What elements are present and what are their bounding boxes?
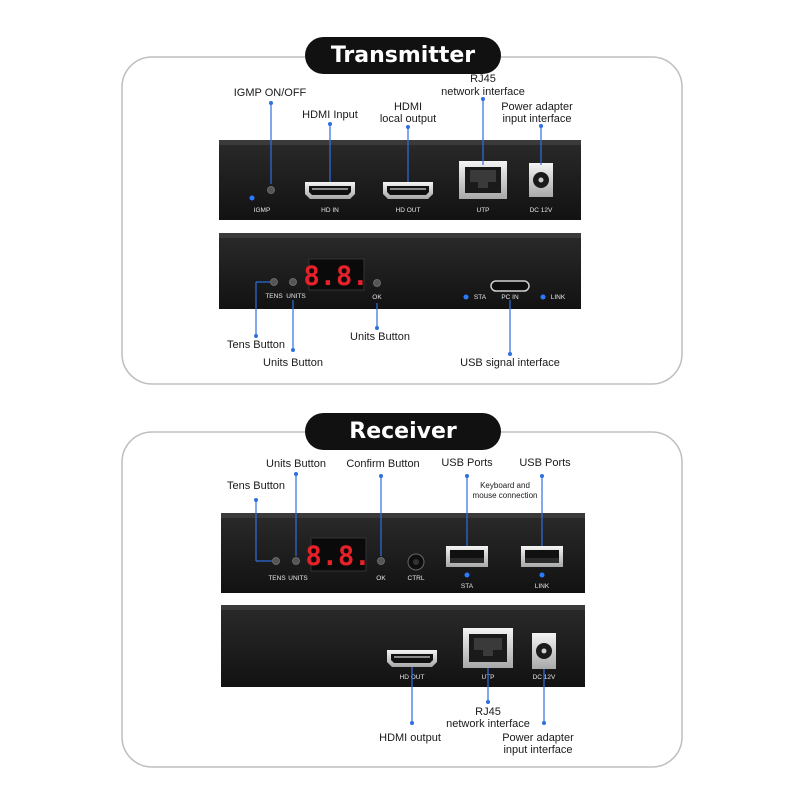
rx-units-button-icon: [292, 557, 300, 565]
receiver-section-frame: [121, 431, 683, 768]
rx-panel-label-link: LINK: [535, 583, 550, 590]
rx-label-rj45-line1: RJ45: [475, 706, 501, 718]
igmp-switch-icon: [267, 186, 275, 194]
label-igmp-on-off: IGMP ON/OFF: [234, 87, 307, 99]
ctrl-audio-jack-icon: [407, 553, 425, 571]
rx-ok-button-icon: [377, 557, 385, 565]
label-usb-signal: USB signal interface: [460, 357, 560, 369]
panel-label-dc: DC 12V: [530, 207, 553, 214]
panel-label-igmp: IGMP: [254, 207, 271, 214]
rx-label-keyboard-line2: mouse connection: [473, 491, 538, 500]
receiver-front-panel: TENS UNITS 8.8. OK CTRL STA LINK: [221, 513, 585, 593]
transmitter-callout-lines: [254, 97, 543, 356]
rx-label-hdmi-output: HDMI output: [379, 732, 441, 744]
panel-label-hd-in: HD IN: [321, 207, 339, 214]
rx-label-usb-ports-1: USB Ports: [441, 457, 493, 469]
transmitter-title: Transmitter: [305, 37, 501, 74]
rx-rj45-port-icon: [463, 628, 513, 668]
rx-label-power-line2: input interface: [503, 744, 572, 756]
rx-label-units-button: Units Button: [266, 458, 326, 470]
label-units-button: Units Button: [263, 357, 323, 369]
receiver-callout-lines: [254, 472, 546, 725]
label-power-line2: input interface: [502, 113, 571, 125]
usb-a-port-link-icon: [521, 546, 563, 567]
rx-panel-label-units: UNITS: [288, 575, 308, 582]
rx-panel-label-ok: OK: [376, 575, 386, 582]
display-digits: 8.8.: [303, 261, 368, 292]
label-rj45-line2: network interface: [441, 86, 525, 98]
panel-label-ok: OK: [372, 294, 382, 301]
receiver-title: Receiver: [305, 413, 501, 450]
dc-power-port-icon: [529, 163, 553, 197]
tens-button-icon: [270, 278, 278, 286]
ok-button-icon: [373, 279, 381, 287]
rx-display-digits: 8.8.: [305, 541, 370, 572]
hdmi-out-port-icon: [383, 182, 433, 199]
sta-led-icon: [463, 294, 469, 300]
panel-label-units: UNITS: [286, 293, 306, 300]
rx-hdmi-out-port-icon: [387, 650, 437, 667]
label-power-line1: Power adapter: [501, 101, 573, 113]
seven-segment-display-icon: [308, 258, 365, 291]
receiver-rear-panel: HD OUT UTP DC 12V: [221, 605, 585, 687]
label-hdmi-input: HDMI Input: [302, 109, 358, 121]
rx-dc-power-port-icon: [532, 633, 556, 669]
rx-tens-button-icon: [272, 557, 280, 565]
rx-label-confirm-button: Confirm Button: [346, 458, 419, 470]
units-button-icon: [289, 278, 297, 286]
panel-label-sta: STA: [474, 294, 487, 301]
link-led-icon: [540, 294, 546, 300]
rx-sta-led-icon: [464, 572, 470, 578]
label-ok-button: Units Button: [350, 331, 410, 343]
rx-panel-label-sta: STA: [461, 583, 474, 590]
label-tens-button: Tens Button: [227, 339, 285, 351]
transmitter-front-panel: IGMP HD IN HD OUT UTP DC 12V: [219, 140, 581, 220]
label-rj45-line1: RJ45: [470, 73, 496, 85]
label-hdmi-local-line1: HDMI: [394, 101, 422, 113]
rx-label-usb-ports-2: USB Ports: [519, 457, 571, 469]
igmp-led-icon: [249, 195, 255, 201]
transmitter-rear-panel: TENS UNITS 8.8. OK STA PC IN LINK: [219, 233, 581, 309]
panel-label-pc-in: PC IN: [501, 294, 519, 301]
rx-label-keyboard-line1: Keyboard and: [480, 481, 530, 490]
rx-panel-label-ctrl: CTRL: [408, 575, 425, 582]
rx-seven-segment-display-icon: [310, 537, 367, 572]
usb-a-port-sta-icon: [446, 546, 488, 567]
rx-panel-label-tens: TENS: [268, 575, 286, 582]
rj45-port-icon: [459, 161, 507, 199]
rx-label-tens-button: Tens Button: [227, 480, 285, 492]
usb-c-port-icon: [490, 280, 530, 292]
rx-label-rj45-line2: network interface: [446, 718, 530, 730]
panel-label-utp: UTP: [477, 207, 490, 214]
rx-link-led-icon: [539, 572, 545, 578]
panel-label-tens: TENS: [265, 293, 283, 300]
panel-label-link: LINK: [551, 294, 566, 301]
label-hdmi-local-line2: local output: [380, 113, 436, 125]
hdmi-in-port-icon: [305, 182, 355, 199]
rx-label-power-line1: Power adapter: [502, 732, 574, 744]
panel-label-hd-out: HD OUT: [396, 207, 421, 214]
